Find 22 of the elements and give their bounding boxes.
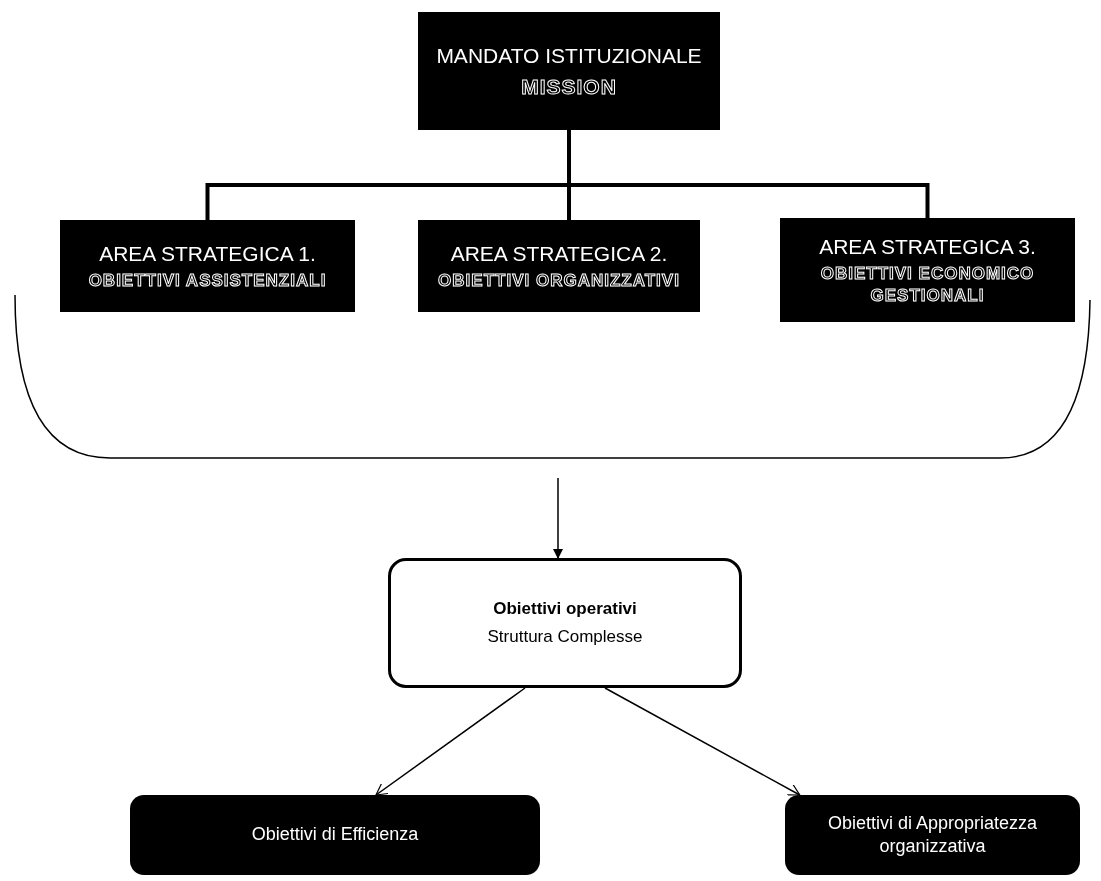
process-box [388, 558, 742, 688]
arrow [375, 687, 526, 796]
box-heading: Obiettivi operativi [492, 597, 638, 620]
arrow [552, 477, 564, 560]
objective-text: MISSION [520, 73, 618, 100]
strategic-area-box [418, 220, 700, 312]
box-heading: MANDATO ISTITUZIONALE [435, 43, 703, 70]
box-heading: AREA STRATEGICA 1. [98, 240, 317, 267]
objective-text: OBIETTIVI ECONOMICO GESTIONALI [819, 263, 1036, 308]
objective-text: OBIETTIVI ORGANIZZATIVI [437, 270, 681, 293]
box-heading: AREA STRATEGICA 3. [818, 233, 1037, 260]
arrow [604, 687, 801, 796]
strategic-area-box [60, 220, 355, 312]
box-heading: Obiettivi di Appropriatezza organizzativa [826, 811, 1039, 858]
objective-text: OBIETTIVI ASSISTENZIALI [87, 270, 328, 293]
box-heading: Obiettivi di Efficienza [250, 823, 420, 847]
box-heading: AREA STRATEGICA 2. [449, 240, 669, 267]
objective-box [785, 795, 1080, 875]
strategic-area-box [780, 218, 1075, 322]
mandate-box [418, 12, 720, 130]
objective-box [130, 795, 540, 875]
box-text: Struttura Complesse [486, 626, 644, 648]
